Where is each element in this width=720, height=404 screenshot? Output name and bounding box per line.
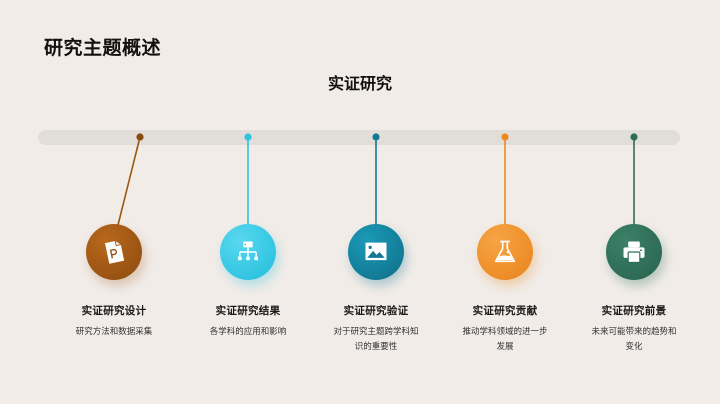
- step-description: 推动学科领域的进一步发展: [462, 327, 548, 352]
- timeline-step-validation: 实证研究验证 对于研究主题跨学科知识的重要性: [311, 224, 441, 355]
- image-icon: [365, 242, 387, 261]
- sitemap-icon: [238, 241, 258, 261]
- timeline-step-contribution: 实证研究贡献 推动学科领域的进一步发展: [440, 224, 570, 355]
- step-badge: [477, 224, 533, 280]
- step-title: 实证研究贡献: [472, 305, 538, 317]
- step-title: 实证研究设计: [81, 305, 147, 317]
- step-badge: [220, 224, 276, 280]
- timeline-track: [38, 130, 680, 145]
- step-badge: [86, 224, 142, 280]
- timeline-step-results: 实证研究结果 各学科的应用和影响: [183, 224, 313, 340]
- step-title: 实证研究验证: [343, 305, 409, 317]
- connector-line-1: [117, 136, 141, 226]
- step-badge: [606, 224, 662, 280]
- step-description: 各学科的应用和影响: [209, 327, 287, 337]
- section-subtitle: 实证研究: [327, 74, 392, 93]
- timeline-step-design: 实证研究设计 研究方法和数据采集: [49, 224, 179, 340]
- flask-icon: [494, 240, 516, 263]
- step-description: 对于研究主题跨学科知识的重要性: [333, 327, 419, 352]
- step-title: 实证研究结果: [215, 305, 281, 317]
- slide-title: 研究主题概述: [44, 37, 162, 59]
- step-badge: [348, 224, 404, 280]
- step-title: 实证研究前景: [601, 305, 667, 317]
- step-description: 未来可能带来的趋势和变化: [591, 327, 677, 352]
- timeline-step-prospects: 实证研究前景 未来可能带来的趋势和变化: [569, 224, 699, 355]
- powerpoint-file-icon: [104, 240, 125, 264]
- step-description: 研究方法和数据采集: [75, 327, 153, 337]
- printer-icon: [623, 241, 645, 264]
